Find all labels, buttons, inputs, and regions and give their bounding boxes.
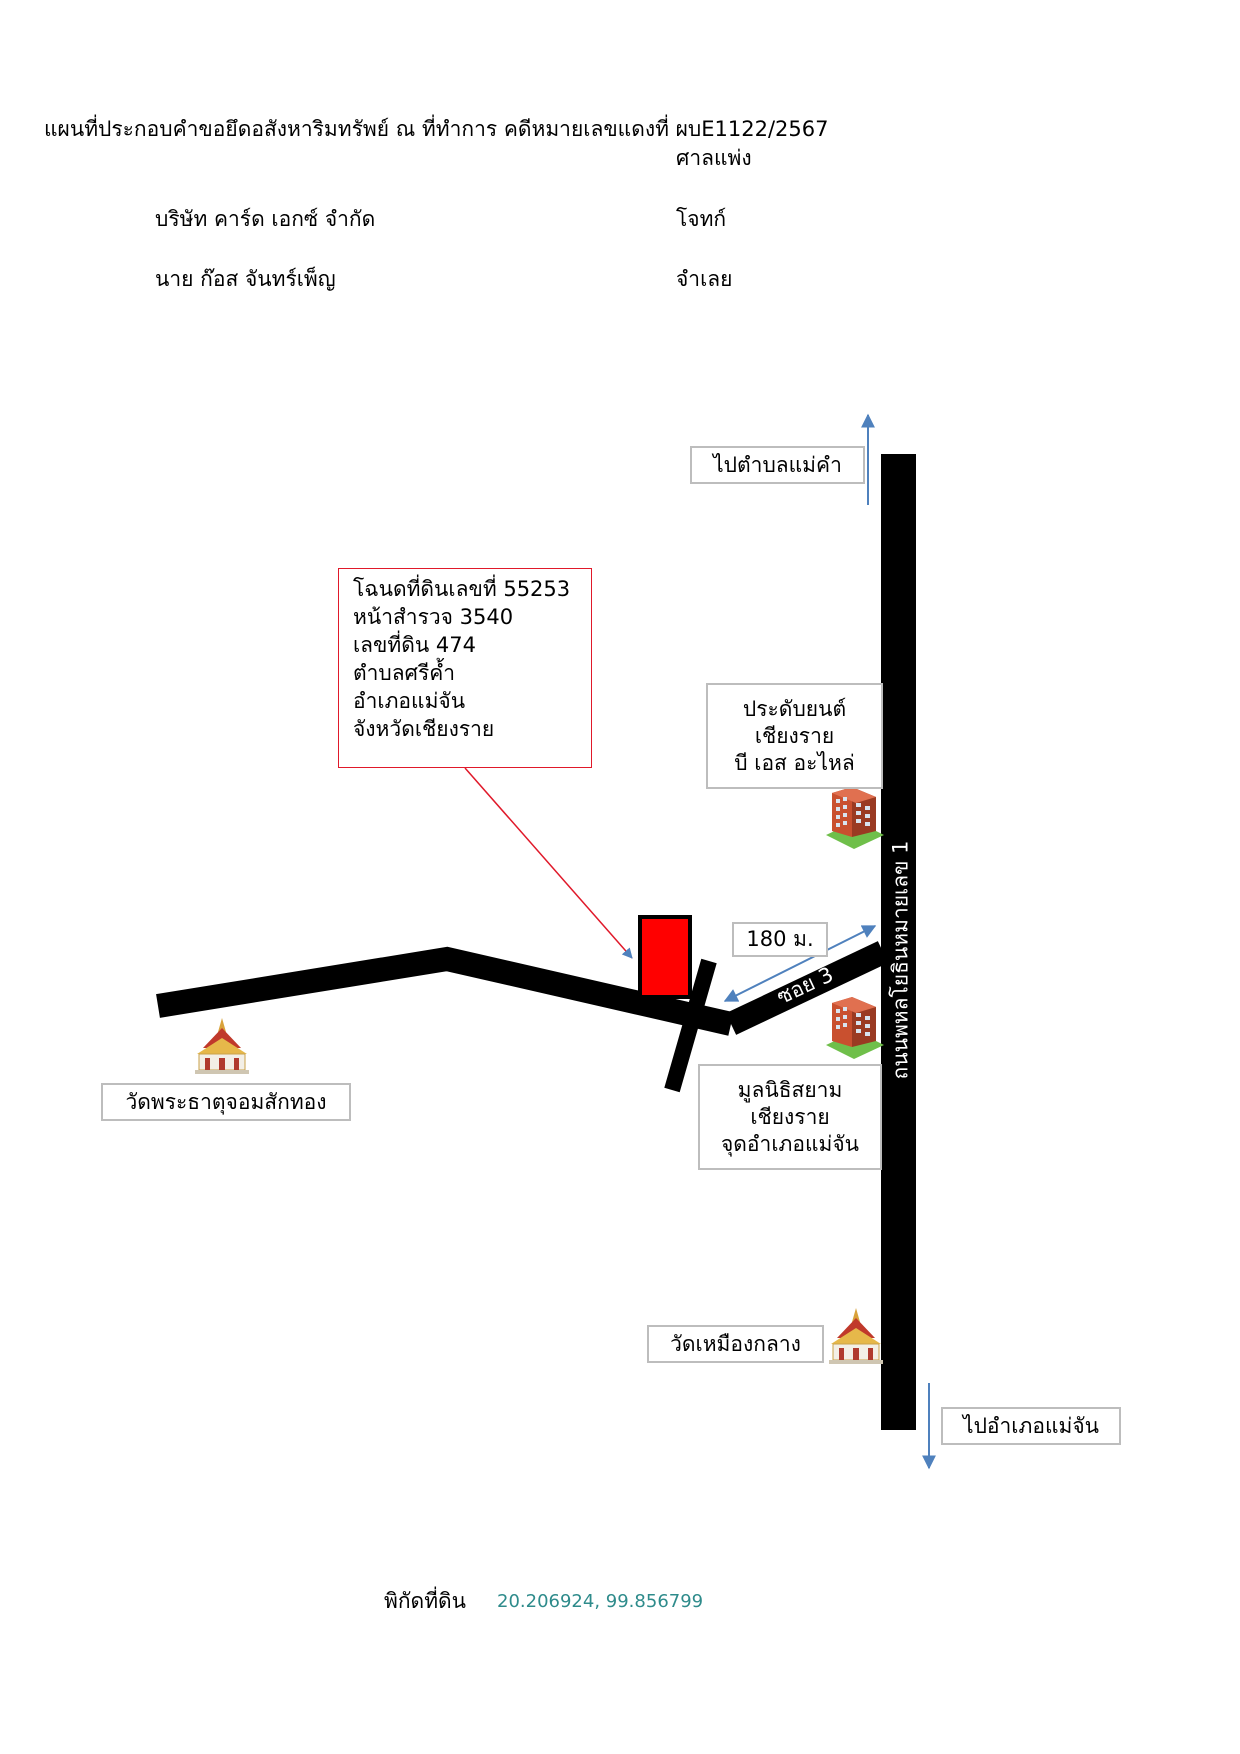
court-name: ศาลแพ่ง	[676, 146, 752, 170]
deed-line: จังหวัดเชียงราย	[353, 717, 495, 741]
temple-icon	[829, 1308, 883, 1364]
building-icon	[826, 787, 884, 849]
plaintiff-name: บริษัท คาร์ด เอกซ์ จำกัด	[155, 207, 376, 231]
plaintiff-role: โจทก์	[676, 207, 727, 231]
landmark-shop: ประดับยนต์ เชียงราย บี เอส อะไหล่	[706, 683, 883, 789]
coordinate-label: พิกัดที่ดิน	[384, 1589, 467, 1613]
land-plot	[638, 915, 692, 999]
temple-icon	[195, 1018, 249, 1074]
deed-info-box: โฉนดที่ดินเลขที่ 55253 หน้าสำรวจ 3540 เล…	[338, 568, 592, 768]
distance-label: 180 ม.	[732, 922, 828, 957]
main-road-label: ถนนพหลโยธินหมายเลข 1	[888, 840, 913, 1080]
document-title: แผนที่ประกอบคำขอยึดอสังหาริมทรัพย์ ณ ที่…	[44, 117, 829, 141]
landmark-temple-south: วัดเหมืองกลาง	[647, 1325, 824, 1363]
deed-line: หน้าสำรวจ 3540	[353, 605, 514, 629]
deed-line: โฉนดที่ดินเลขที่ 55253	[353, 577, 571, 601]
landmark-temple-west: วัดพระธาตุจอมสักทอง	[101, 1083, 351, 1121]
building-icon	[826, 997, 884, 1059]
deed-pointer	[464, 767, 633, 959]
west-road	[156, 946, 734, 1036]
landmark-foundation: มูลนิธิสยาม เชียงราย จุดอำเภอแม่จัน	[698, 1064, 882, 1170]
distance-arrow	[723, 925, 877, 1002]
coordinate-value: 20.206924, 99.856799	[497, 1591, 704, 1612]
defendant-role: จำเลย	[676, 267, 733, 291]
cross-marker	[664, 958, 717, 1093]
south-direction-label: ไปอำเภอแม่จัน	[941, 1407, 1121, 1445]
north-direction-label: ไปตำบลแม่คำ	[690, 446, 865, 484]
main-road	[881, 454, 916, 1430]
deed-line: อำเภอแม่จัน	[353, 689, 466, 713]
deed-line: เลขที่ดิน 474	[353, 633, 476, 657]
deed-line: ตำบลศรีค้ำ	[353, 661, 456, 685]
defendant-name: นาย ก๊อส จันทร์เพ็ญ	[155, 267, 336, 291]
